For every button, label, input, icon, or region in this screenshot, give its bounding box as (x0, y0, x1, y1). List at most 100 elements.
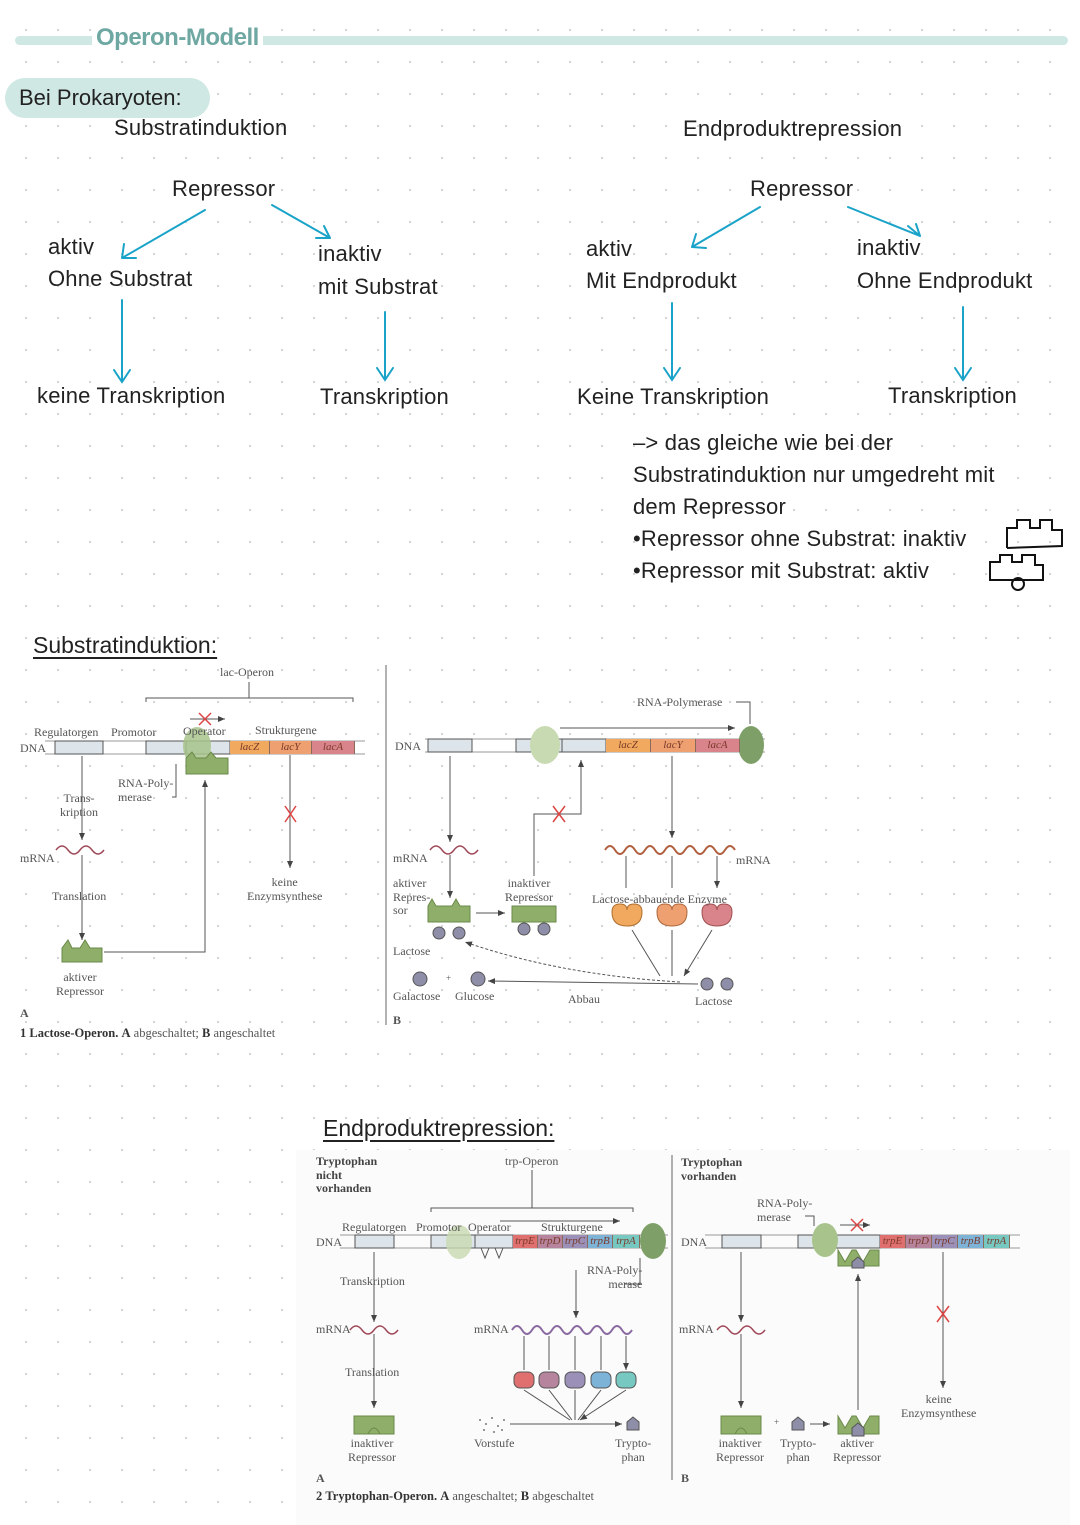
dna-label: DNA (395, 739, 421, 753)
fig1b-shapes (412, 701, 765, 991)
repressor-label: Repressor (172, 176, 276, 201)
figure-2-caption: 2 Tryptophan-Operon. A angeschaltet; B a… (316, 1489, 594, 1503)
transkription-label: Transkription (320, 384, 449, 409)
arrow-icon (376, 311, 394, 382)
subtitle: Bei Prokaryoten: (19, 85, 182, 110)
gene-trpc: trpC (932, 1235, 958, 1248)
repressor-label: Repressor (750, 176, 854, 201)
lactose-label: Lactose (393, 944, 431, 958)
panel-b-label: B (393, 1013, 402, 1027)
transkription-label: Transkription (888, 383, 1017, 408)
gene-laca: lacA (696, 739, 740, 752)
figure-1-caption: 1 Lactose-Operon. A abgeschaltet; B ange… (20, 1026, 276, 1040)
rna-polymerase-label: RNA-Poly- merase (587, 1263, 643, 1291)
strukturgene-label: Strukturgene (255, 723, 317, 737)
lac-operon-label: lac-Operon (220, 665, 274, 679)
subtitle-pill: Bei Prokaryoten: (5, 78, 210, 118)
inaktiver-repressor-label: inaktiver Repressor (348, 1436, 396, 1464)
gene-lacy: lacY (651, 739, 696, 752)
arrow-icon (954, 306, 972, 382)
vorstufe-label: Vorstufe (474, 1436, 515, 1450)
ohne-endprodukt-label: Ohne Endprodukt (857, 268, 1033, 293)
rna-polymerase-label: RNA-Poly- merase (118, 776, 174, 804)
aktiver-repressor-label: aktiver Repressor (56, 970, 104, 998)
tryptophan-label: Trypto- phan (615, 1436, 652, 1464)
aktiv-label: aktiv (48, 234, 95, 259)
figure-2-background (296, 1150, 1070, 1525)
inaktiver-repressor-label: inaktiver Repressor (716, 1436, 764, 1464)
gene-trpb: trpB (958, 1235, 984, 1248)
gene-trpc: trpC (563, 1235, 588, 1248)
comment-line: Substratinduktion nur umgedreht mit (633, 462, 995, 487)
comment-line: •Repressor ohne Substrat: inaktiv (633, 526, 967, 551)
promotor-label: Promotor (111, 725, 157, 739)
keine-enzymsynthese-label: keine Enzymsynthese (247, 875, 323, 903)
plus-sign: + (774, 1417, 780, 1427)
abbau-label: Abbau (568, 992, 600, 1006)
dna-label: DNA (20, 741, 46, 755)
gene-lacy: lacY (270, 741, 312, 754)
ohne-substrat-label: Ohne Substrat (48, 266, 193, 291)
lactose-label: Lactose (695, 994, 733, 1008)
section-title-substratinduktion: Substratinduktion: (33, 632, 218, 658)
cyan-arrows (113, 204, 972, 384)
lactose-enzyme-label: Lactose-abbauende Enzyme (592, 892, 727, 906)
galactose-label: Galactose (393, 989, 441, 1003)
gene-trpa: trpA (613, 1235, 640, 1248)
mrna-label: mRNA (474, 1322, 509, 1336)
keine-transkription-label: keine Transkription (37, 383, 226, 408)
mrna-label: mRNA (20, 851, 55, 865)
transkription-label: Trans- kription (60, 791, 98, 819)
plus-sign: + (446, 973, 452, 983)
dna-label: DNA (316, 1235, 342, 1249)
arrow-icon (113, 299, 131, 384)
fig2b-shapes (705, 1215, 1020, 1437)
inaktiver-repressor-label: inaktiver Repressor (505, 876, 553, 904)
regulatorgen-label: Regulatorgen (342, 1220, 407, 1234)
keine-transkription-label: Keine Transkription (577, 384, 770, 409)
gene-lacz: lacZ (606, 739, 651, 752)
condition-label: Tryptophan vorhanden (681, 1155, 743, 1183)
inaktiv-label: inaktiv (318, 241, 382, 266)
header-rule (15, 36, 1068, 45)
condition-label: Tryptophan nicht vorhanden (316, 1154, 378, 1195)
glucose-label: Glucose (455, 989, 495, 1003)
inactive-repressor-puzzle-icon (1006, 519, 1063, 549)
gene-trpe: trpE (513, 1235, 538, 1248)
active-repressor-puzzle-icon (989, 554, 1044, 591)
inaktiv-label: inaktiv (857, 235, 921, 260)
heading-substratinduktion: Substratinduktion (114, 115, 288, 140)
section-title-endproduktrepression: Endproduktrepression: (323, 1115, 555, 1141)
arrow-icon (121, 209, 206, 259)
fig1a-shapes (45, 682, 365, 963)
gene-trpd: trpD (538, 1235, 563, 1248)
panel-a-label: A (316, 1471, 325, 1485)
comment-line: •Repressor mit Substrat: aktiv (633, 558, 930, 583)
rna-polymerase-label: RNA-Polymerase (637, 695, 723, 709)
comment-line: dem Repressor (633, 494, 786, 519)
regulatorgen-label: Regulatorgen (34, 725, 99, 739)
aktiv-label: aktiv (586, 236, 633, 261)
operator-label: Operator (468, 1220, 511, 1234)
arrow-icon (691, 206, 761, 249)
panel-a-label: A (20, 1006, 29, 1020)
gene-lacz: lacZ (230, 741, 270, 754)
gene-trpd: trpD (906, 1235, 932, 1248)
aktiver-repressor-label: aktiver Repressor (833, 1436, 881, 1464)
gene-trpb: trpB (588, 1235, 613, 1248)
operator-label: Operator (183, 724, 226, 738)
rna-polymerase-label: RNA-Poly- merase (757, 1196, 813, 1224)
trp-operon-label: trp-Operon (505, 1154, 559, 1168)
tryptophan-label: Trypto- phan (780, 1436, 817, 1464)
translation-label: Translation (52, 889, 107, 903)
heading-endproduktrepression: Endproduktrepression (683, 116, 903, 141)
arrow-icon (663, 302, 681, 382)
gene-trpa: trpA (984, 1235, 1010, 1248)
comment-line: –> das gleiche wie bei der (633, 430, 894, 455)
panel-b-label: B (681, 1471, 690, 1485)
dna-label: DNA (681, 1235, 707, 1249)
mrna-label: mRNA (393, 851, 428, 865)
arrow-icon (271, 204, 331, 239)
page-title: Operon-Modell (92, 24, 263, 52)
